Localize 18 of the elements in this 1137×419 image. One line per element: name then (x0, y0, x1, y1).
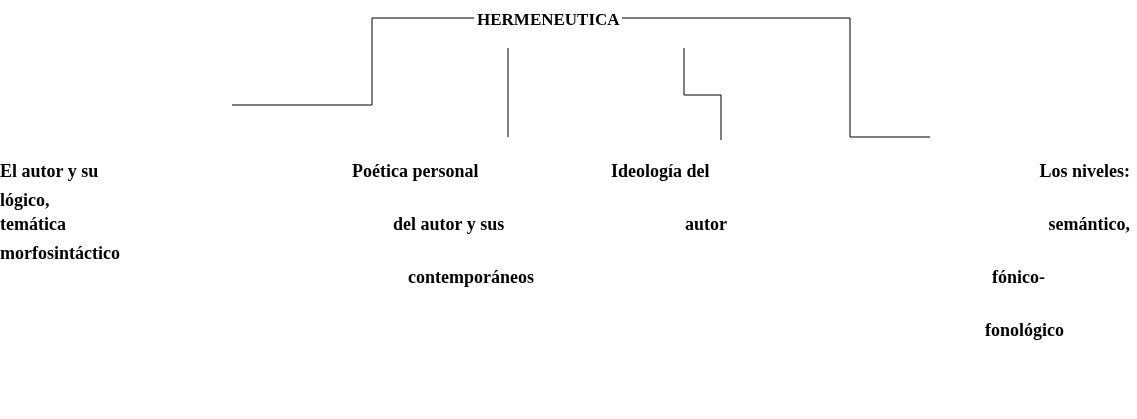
branch-text: El autor y su (0, 160, 99, 182)
title-text: HERMENEUTICA (477, 9, 620, 31)
connector-line (621, 17, 931, 138)
connector-line (683, 47, 722, 141)
branch-text: contemporáneos (408, 266, 534, 288)
branch-text: Ideología del (611, 160, 710, 182)
branch-text: Poética personal (352, 160, 479, 182)
label-text: lógico, (0, 189, 50, 211)
branch-text: Los niveles: (1039, 160, 1130, 182)
branch-text: temática (0, 213, 66, 235)
connector-line (231, 17, 475, 106)
branch-text: fónico- (992, 266, 1045, 288)
connector-line (507, 47, 509, 138)
branch-text: autor (685, 213, 727, 235)
branch-text: fonológico (985, 319, 1064, 341)
label-text: morfosintáctico (0, 242, 120, 264)
branch-text: semántico, (1048, 213, 1130, 235)
branch-text: del autor y sus (393, 213, 505, 235)
